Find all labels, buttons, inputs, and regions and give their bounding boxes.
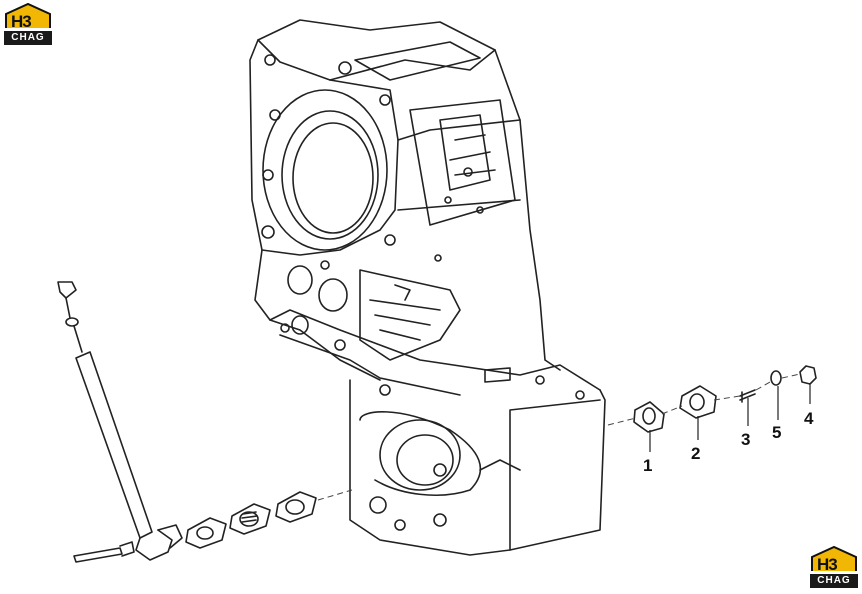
dipstick-gasket-set [185, 491, 317, 549]
dipstick-assembly [57, 281, 183, 563]
logo-brand: CHAG [810, 574, 858, 588]
brand-logo-watermark: H3 CHAG [808, 545, 860, 591]
callout-4: 4 [804, 409, 814, 428]
callout-3: 3 [741, 430, 750, 449]
callout-1: 1 [643, 456, 652, 475]
logo-brand: CHAG [4, 31, 52, 45]
callout-2: 2 [691, 444, 700, 463]
logo-mark: H3 [817, 555, 838, 574]
callout-5: 5 [772, 423, 781, 442]
callout-leaders [649, 384, 811, 452]
cover-parts [633, 365, 817, 433]
brand-logo: H3 CHAG [2, 2, 54, 48]
assembly-guide-lines [317, 373, 801, 501]
logo-mark: H3 [11, 12, 32, 31]
house-roof-icon [5, 2, 51, 28]
house-roof-icon [811, 545, 857, 571]
transmission-housing [249, 19, 606, 556]
